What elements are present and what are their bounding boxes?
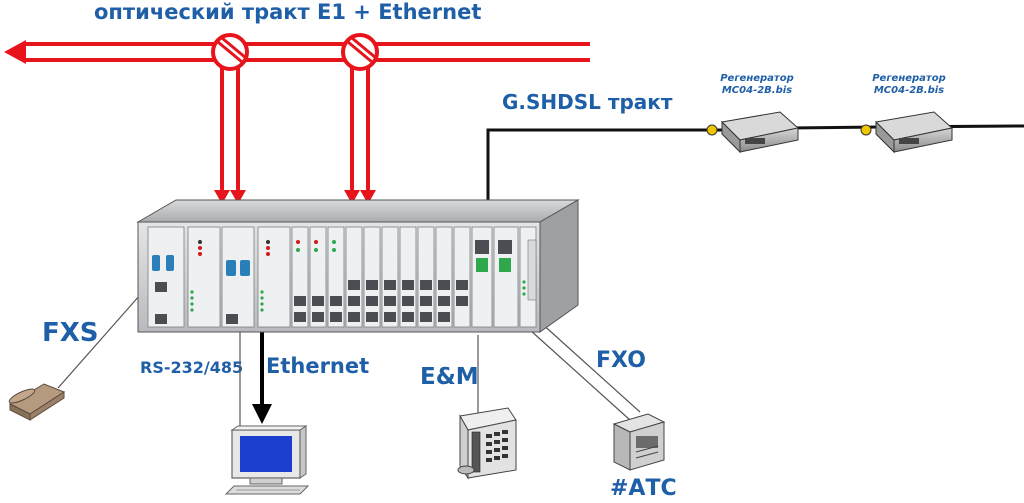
optical-drops (220, 60, 370, 195)
atc-label: #АТС (610, 476, 677, 501)
regenerator-2-name: Регенератор (872, 73, 946, 84)
em-label: E&M (420, 364, 479, 390)
computer-icon (224, 425, 310, 495)
optical-lines (22, 42, 590, 62)
regenerator-1-model: MC04-2B.bis (721, 85, 793, 96)
mc04-chassis (136, 199, 580, 333)
device-links (57, 294, 641, 430)
drop-arrow-4-icon (360, 190, 376, 204)
fxs-label: FXS (42, 318, 99, 348)
drop-arrow-2-icon (230, 190, 246, 204)
regenerator-1-icon (706, 111, 800, 154)
optical-arrow-left-icon (4, 40, 26, 64)
fxo-label: FXO (596, 348, 646, 373)
ethernet-label: Ethernet (266, 354, 370, 378)
regenerator-2-icon (860, 111, 954, 154)
regenerator-1-label: Регенератор MC04-2B.bis (702, 73, 812, 97)
regenerator-2-model: MC04-2B.bis (873, 85, 945, 96)
drop-arrow-3-icon (344, 190, 360, 204)
em-phone-icon (457, 407, 517, 480)
ethernet-arrow-icon (252, 404, 272, 424)
fxs-phone-icon (8, 383, 66, 421)
pbx-icon (612, 413, 666, 471)
shdsl-path-label: G.SHDSL тракт (502, 90, 673, 114)
regenerator-2-label: Регенератор MC04-2B.bis (854, 73, 964, 97)
optical-coupler-1-icon (211, 33, 249, 71)
drop-arrow-1-icon (214, 190, 230, 204)
regenerator-1-name: Регенератор (720, 73, 794, 84)
optical-path-label: оптический тракт E1 + Ethernet (94, 0, 482, 24)
rs232-label: RS-232/485 (140, 358, 244, 377)
optical-coupler-2-icon (341, 33, 379, 71)
